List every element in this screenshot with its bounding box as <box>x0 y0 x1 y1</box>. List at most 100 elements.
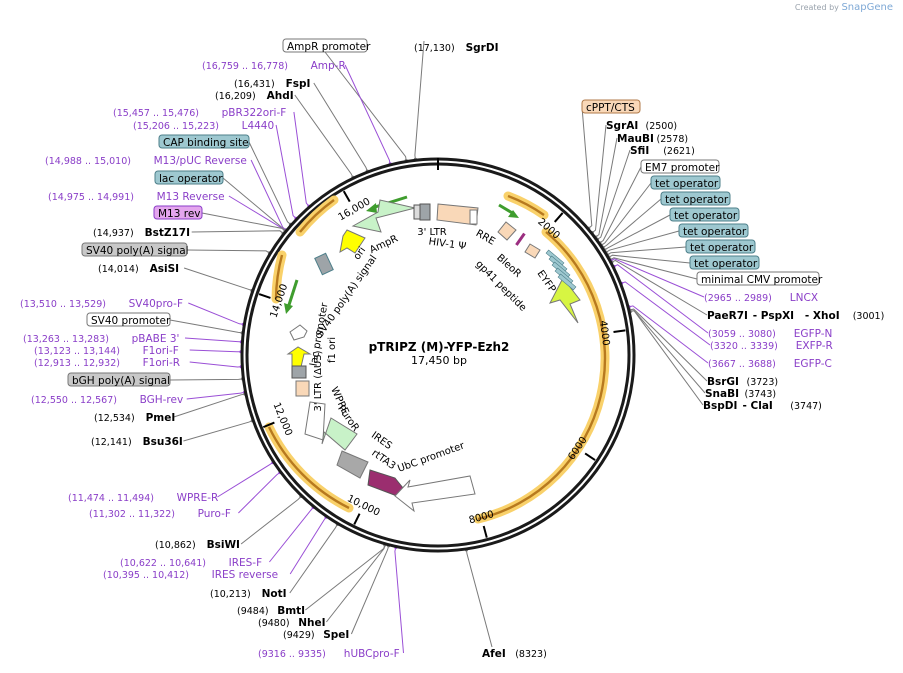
tick-label-3: 8000 <box>468 509 495 526</box>
feature-label-10: f1 ori <box>327 337 338 363</box>
ampr-arrow <box>351 199 416 233</box>
label-primer-coord-24: (11,474 .. 11,494) <box>68 493 154 504</box>
leader-21 <box>186 391 245 400</box>
label-primer-name-27: IRES-F <box>229 557 263 569</box>
leader-34 <box>465 549 493 648</box>
leader-52 <box>629 308 708 382</box>
label-enzyme-coord-53: (3743) <box>745 389 777 400</box>
ires-block <box>336 450 369 479</box>
label-enzyme-coord-31: (9480) <box>258 618 290 629</box>
label-enzyme-coord-1: (17,130) <box>414 43 455 54</box>
label-primer-coord-33: (9316 .. 9335) <box>258 649 326 660</box>
lac-promoter-arrow <box>289 324 308 341</box>
label-box-text-43: tet operator <box>683 226 747 238</box>
label-enzyme-coord-30: (9484) <box>237 606 269 617</box>
gp41-block <box>524 243 541 259</box>
label-primer-name-21: BGH-rev <box>140 394 184 406</box>
bleor-block <box>515 232 526 246</box>
feature-label-6: AmpR <box>368 233 400 256</box>
label-enzyme-coord-37: (2578) <box>657 134 689 145</box>
feature-label-0: 3' LTR <box>417 227 447 238</box>
label-box-0 <box>282 38 368 53</box>
label-box-41 <box>660 191 731 206</box>
label-box-text-39: EM7 promoter <box>645 162 720 174</box>
feature-label-2: RRE <box>474 228 497 248</box>
label-enzyme-multi-54-0: BspDI <box>703 400 737 412</box>
label-enzyme-name-1: SgrDI <box>466 42 499 54</box>
label-box-text-42: tet operator <box>674 210 738 222</box>
label-primer-name-50: EXFP-R <box>796 340 833 352</box>
leader-33 <box>394 547 404 654</box>
label-enzyme-name-31: NheI <box>298 617 325 629</box>
leader-49 <box>613 264 709 334</box>
label-enzyme-name-29: NotI <box>262 588 287 600</box>
leader-9 <box>222 177 286 231</box>
leader-4 <box>294 94 354 178</box>
label-enzyme-name-14: AsiSI <box>150 263 179 275</box>
label-primer-name-19: F1ori-R <box>143 357 180 369</box>
label-enzyme-coord-4: (16,209) <box>215 91 256 102</box>
yellow-arc-left-upper-core <box>274 254 284 300</box>
leader-14 <box>183 267 253 291</box>
rttA3-arrow <box>367 469 404 497</box>
label-enzyme-name-32: SpeI <box>323 629 349 641</box>
label-enzyme-coord-38: (2621) <box>663 146 695 157</box>
label-enzyme-name-37: MauBI <box>617 133 654 145</box>
leader-13 <box>186 249 270 254</box>
label-primer-name-15: SV40pro-F <box>129 298 183 310</box>
leader-18 <box>189 349 242 353</box>
label-enzyme-name-23: Bsu36I <box>143 436 183 448</box>
label-primer-name-47: LNCX <box>790 292 818 304</box>
label-primer-name-28: IRES reverse <box>212 569 279 581</box>
outer-labels: AmpR promoter(17,130)SgrDI(16,759 .. 16,… <box>20 38 884 660</box>
label-enzyme-name-53: SnaBI <box>705 388 739 400</box>
feature-label-1: HIV-1 Ψ <box>428 236 467 252</box>
tick-label-2: 6000 <box>566 435 589 462</box>
green-arrow-top-head <box>366 203 377 213</box>
label-primer-coord-50: (3320 .. 3339) <box>710 341 778 352</box>
feature-label-14: IRES <box>369 430 394 452</box>
feature-label-16: UbC promoter <box>396 440 467 475</box>
label-box-text-11: M13 rev <box>158 208 201 220</box>
grey-small-block <box>413 204 421 220</box>
ori-arrow <box>339 229 366 254</box>
label-enzyme-name-36: SgrAI <box>606 120 638 132</box>
label-enzyme-name-22: PmeI <box>146 412 176 424</box>
leader-23 <box>183 420 253 442</box>
label-primer-name-33: hUBCpro-F <box>344 648 400 660</box>
label-enzyme-coord-29: (10,213) <box>210 589 251 600</box>
label-box-20 <box>67 372 171 387</box>
label-box-45 <box>689 255 760 270</box>
label-box-text-0: AmpR promoter <box>287 41 371 53</box>
label-primer-coord-8: (14,988 .. 15,010) <box>45 156 131 167</box>
sv40-polya-block <box>314 252 334 276</box>
snapgene-credit: Created by SnapGene <box>795 2 893 13</box>
leader-2 <box>344 64 391 165</box>
ubc-promoter-arrow <box>394 475 476 513</box>
label-box-16 <box>86 312 171 327</box>
label-primer-name-5: pBR322ori-F <box>222 107 287 119</box>
yellow-arc-top-core <box>507 194 545 216</box>
label-enzyme-coord-36: (2500) <box>646 121 678 132</box>
ltr-delta-block <box>295 380 310 397</box>
tick-7 <box>342 190 351 203</box>
leader-44 <box>607 246 687 256</box>
label-enzyme-multi-48-0: PaeR7I <box>707 310 748 322</box>
feature-label-5: gp41 peptide <box>473 259 528 314</box>
label-primer-name-25: Puro-F <box>198 508 231 520</box>
yellow-arc-upper-left-core <box>299 199 335 233</box>
tick-3 <box>482 525 488 538</box>
leader-25 <box>238 472 281 514</box>
label-primer-coord-51: (3667 .. 3688) <box>708 359 776 370</box>
leader-26 <box>240 496 302 545</box>
label-primer-coord-49: (3059 .. 3080) <box>708 329 776 340</box>
snapgene-logo: SnapGene <box>841 2 893 13</box>
label-enzyme-multi-48-1: - PspXI <box>753 310 794 322</box>
label-primer-name-17: pBABE 3' <box>132 333 180 345</box>
label-enzyme-name-26: BsiWI <box>207 539 240 551</box>
leader-29 <box>289 524 338 594</box>
label-primer-name-49: EGFP-N <box>794 328 833 340</box>
label-primer-name-24: WPRE-R <box>177 492 219 504</box>
label-primer-coord-47: (2965 .. 2989) <box>704 293 772 304</box>
label-enzyme-coord-12: (14,937) <box>93 228 134 239</box>
